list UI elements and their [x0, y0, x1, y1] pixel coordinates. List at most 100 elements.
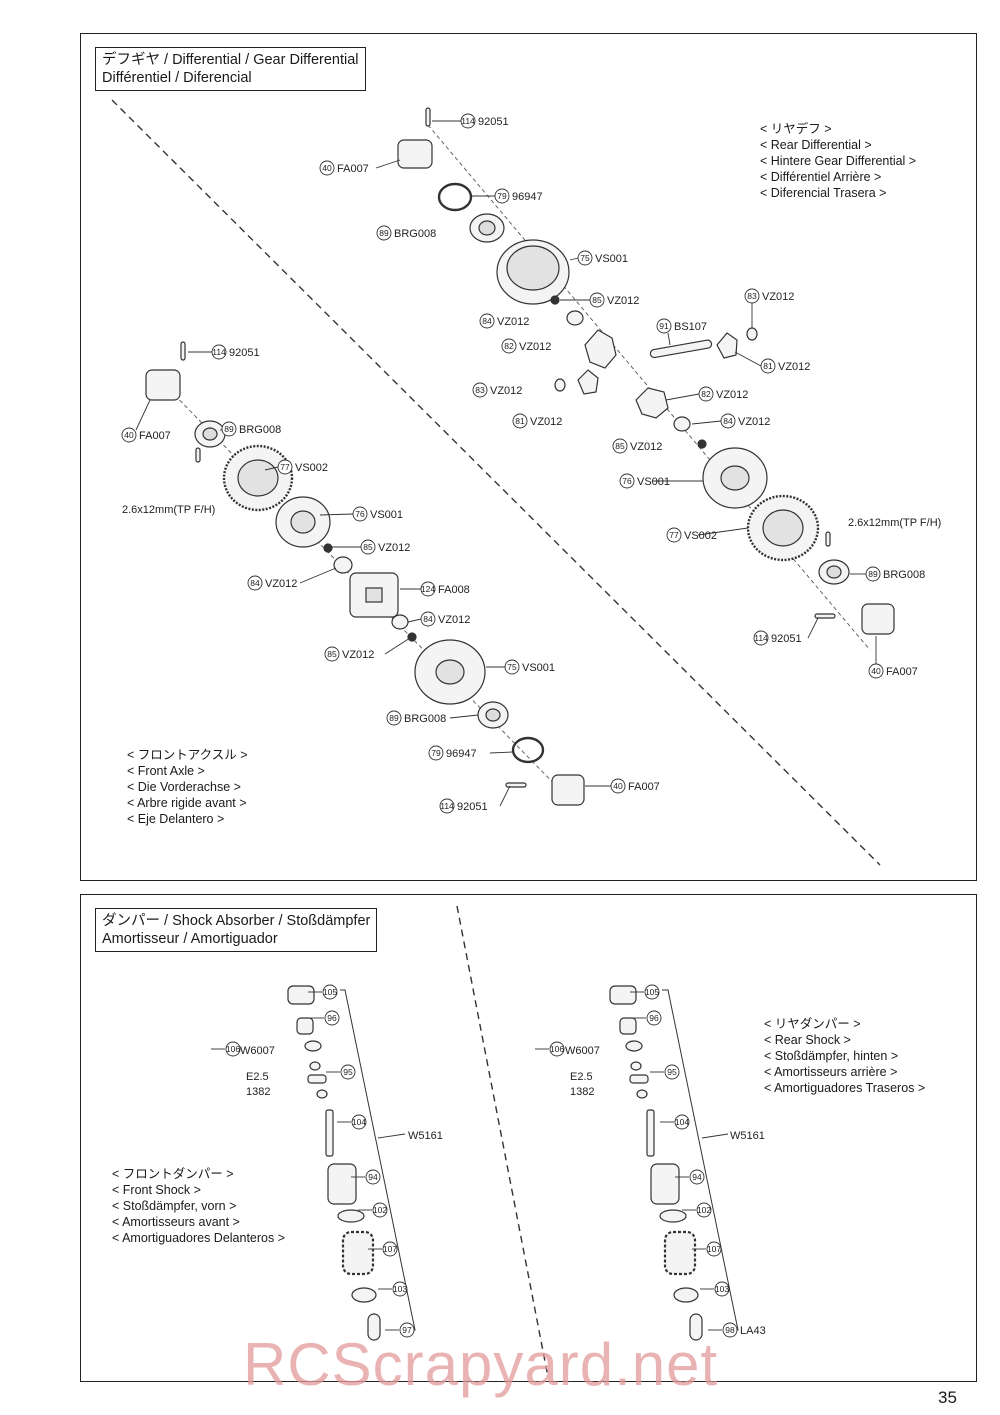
front-shock-callout-97: 97: [385, 1322, 415, 1338]
callout-circle: [221, 421, 237, 437]
front-shock-caption-line: < Amortisseurs avant >: [112, 1215, 240, 1229]
front-shock-callout-107: 107: [368, 1241, 398, 1257]
w5161-leader-rear: [701, 1133, 729, 1139]
callout-number: 124: [421, 584, 435, 594]
callout-number: 95: [667, 1067, 677, 1077]
ring-gear-inner-shape: [237, 459, 279, 497]
callout-number: 79: [431, 748, 441, 758]
callout-circle: [868, 663, 884, 679]
leader-line: [807, 617, 819, 639]
callout-circle: [689, 1169, 705, 1185]
callout-number: 104: [675, 1117, 689, 1127]
diff-case-inner-shape: [506, 245, 560, 291]
callout-number: 83: [747, 291, 757, 301]
leader-line: [299, 567, 337, 584]
callout-code: 92051: [457, 801, 488, 813]
clip-shape: [636, 1089, 648, 1099]
callout-code: 92051: [771, 633, 802, 645]
front-axle-caption-line: < Die Vorderachse >: [127, 780, 241, 794]
callout-circle: [472, 382, 488, 398]
front-shock-callout-105: 105: [308, 984, 338, 1000]
callout-code: FA007: [886, 666, 918, 678]
callout-circle: [420, 581, 436, 597]
callout-number: 89: [389, 713, 399, 723]
rear-shock-callout-94: 94: [675, 1169, 705, 1185]
callout-circle: [666, 527, 682, 543]
callout-code: VZ012: [497, 316, 529, 328]
vertical-divider: [456, 905, 549, 1378]
w5161-label-front: W5161: [408, 1130, 443, 1142]
callout-number: 84: [423, 614, 433, 624]
shock-panel: [80, 894, 977, 1382]
callout-circle: [865, 566, 881, 582]
rear-shock-callout-95: 95: [650, 1064, 680, 1080]
rear-shock-callout-102: 102: [682, 1202, 712, 1218]
rear-shock-caption-line: < Amortisseurs arrière >: [764, 1065, 898, 1079]
callout-number: 89: [379, 228, 389, 238]
callout-code: VZ012: [607, 295, 639, 307]
front-shock-callout-95: 95: [326, 1064, 356, 1080]
front-axle-caption: < フロントアクスル > < Front Axle > < Die Vorder…: [127, 747, 248, 827]
rear-shock-callout-107: 107: [692, 1241, 722, 1257]
washer-shape: [333, 556, 353, 574]
callout-number: 98: [725, 1325, 735, 1335]
callout-circle: [365, 1169, 381, 1185]
housing-inner-shape: [290, 510, 316, 534]
differential-title-line1: デフギヤ / Differential / Gear Differential: [102, 52, 359, 68]
callout-circle: [428, 745, 444, 761]
diaphragm-shape: [296, 1017, 314, 1035]
body-shape: [327, 1163, 357, 1205]
leader-line: [135, 399, 151, 431]
callout-code: 92051: [229, 347, 260, 359]
bevel-gear-shape: [635, 387, 669, 419]
washer-shape: [391, 614, 409, 630]
seal-ring-shape: [625, 1040, 643, 1052]
callout-number: 114: [754, 633, 768, 643]
rear-shock-callout-98: 98: [708, 1322, 738, 1338]
callout-code: BRG008: [883, 569, 925, 581]
o-ring-shape: [437, 182, 473, 212]
callout-number: 85: [363, 542, 373, 552]
callout-code: VZ012: [490, 385, 522, 397]
callout-number: 104: [352, 1117, 366, 1127]
front-shock-callout-102: 102: [358, 1202, 388, 1218]
rear-diff-caption-line: < Hintere Gear Differential >: [760, 154, 917, 168]
w6007-label-rear: W6007: [565, 1045, 600, 1057]
callout-code: 92051: [478, 116, 509, 128]
callout-code: VZ012: [530, 416, 562, 428]
callout-number: 77: [280, 462, 290, 472]
leader-line: [407, 618, 422, 623]
rear-diff-caption: < リヤデフ > < Rear Differential > < Hintere…: [760, 121, 916, 201]
bearing-inner-shape: [478, 220, 496, 236]
callout-number: 94: [692, 1172, 702, 1182]
callout-number: 105: [645, 987, 659, 997]
rear-shock-caption-line: < Amortiguadores Traseros >: [764, 1081, 926, 1095]
front-shock-callout-103: 103: [378, 1281, 408, 1297]
page-number: 35: [938, 1388, 957, 1407]
callout-circle: [225, 1041, 241, 1057]
rear-shock-parts: [609, 985, 703, 1341]
callout-circle: [744, 288, 760, 304]
leader-line: [449, 714, 479, 719]
callout-circle: [319, 160, 335, 176]
rod-end-shape: [689, 1313, 703, 1341]
callout-code: 96947: [512, 191, 543, 203]
callout-code: VZ012: [378, 542, 410, 554]
leader-line: [375, 159, 401, 169]
washer-shape: [554, 378, 566, 392]
leader-line: [734, 351, 762, 367]
callout-circle: [386, 710, 402, 726]
shaft-shape: [646, 1109, 655, 1157]
e25-code-front: 1382: [246, 1086, 270, 1098]
callout-code: VZ012: [716, 389, 748, 401]
